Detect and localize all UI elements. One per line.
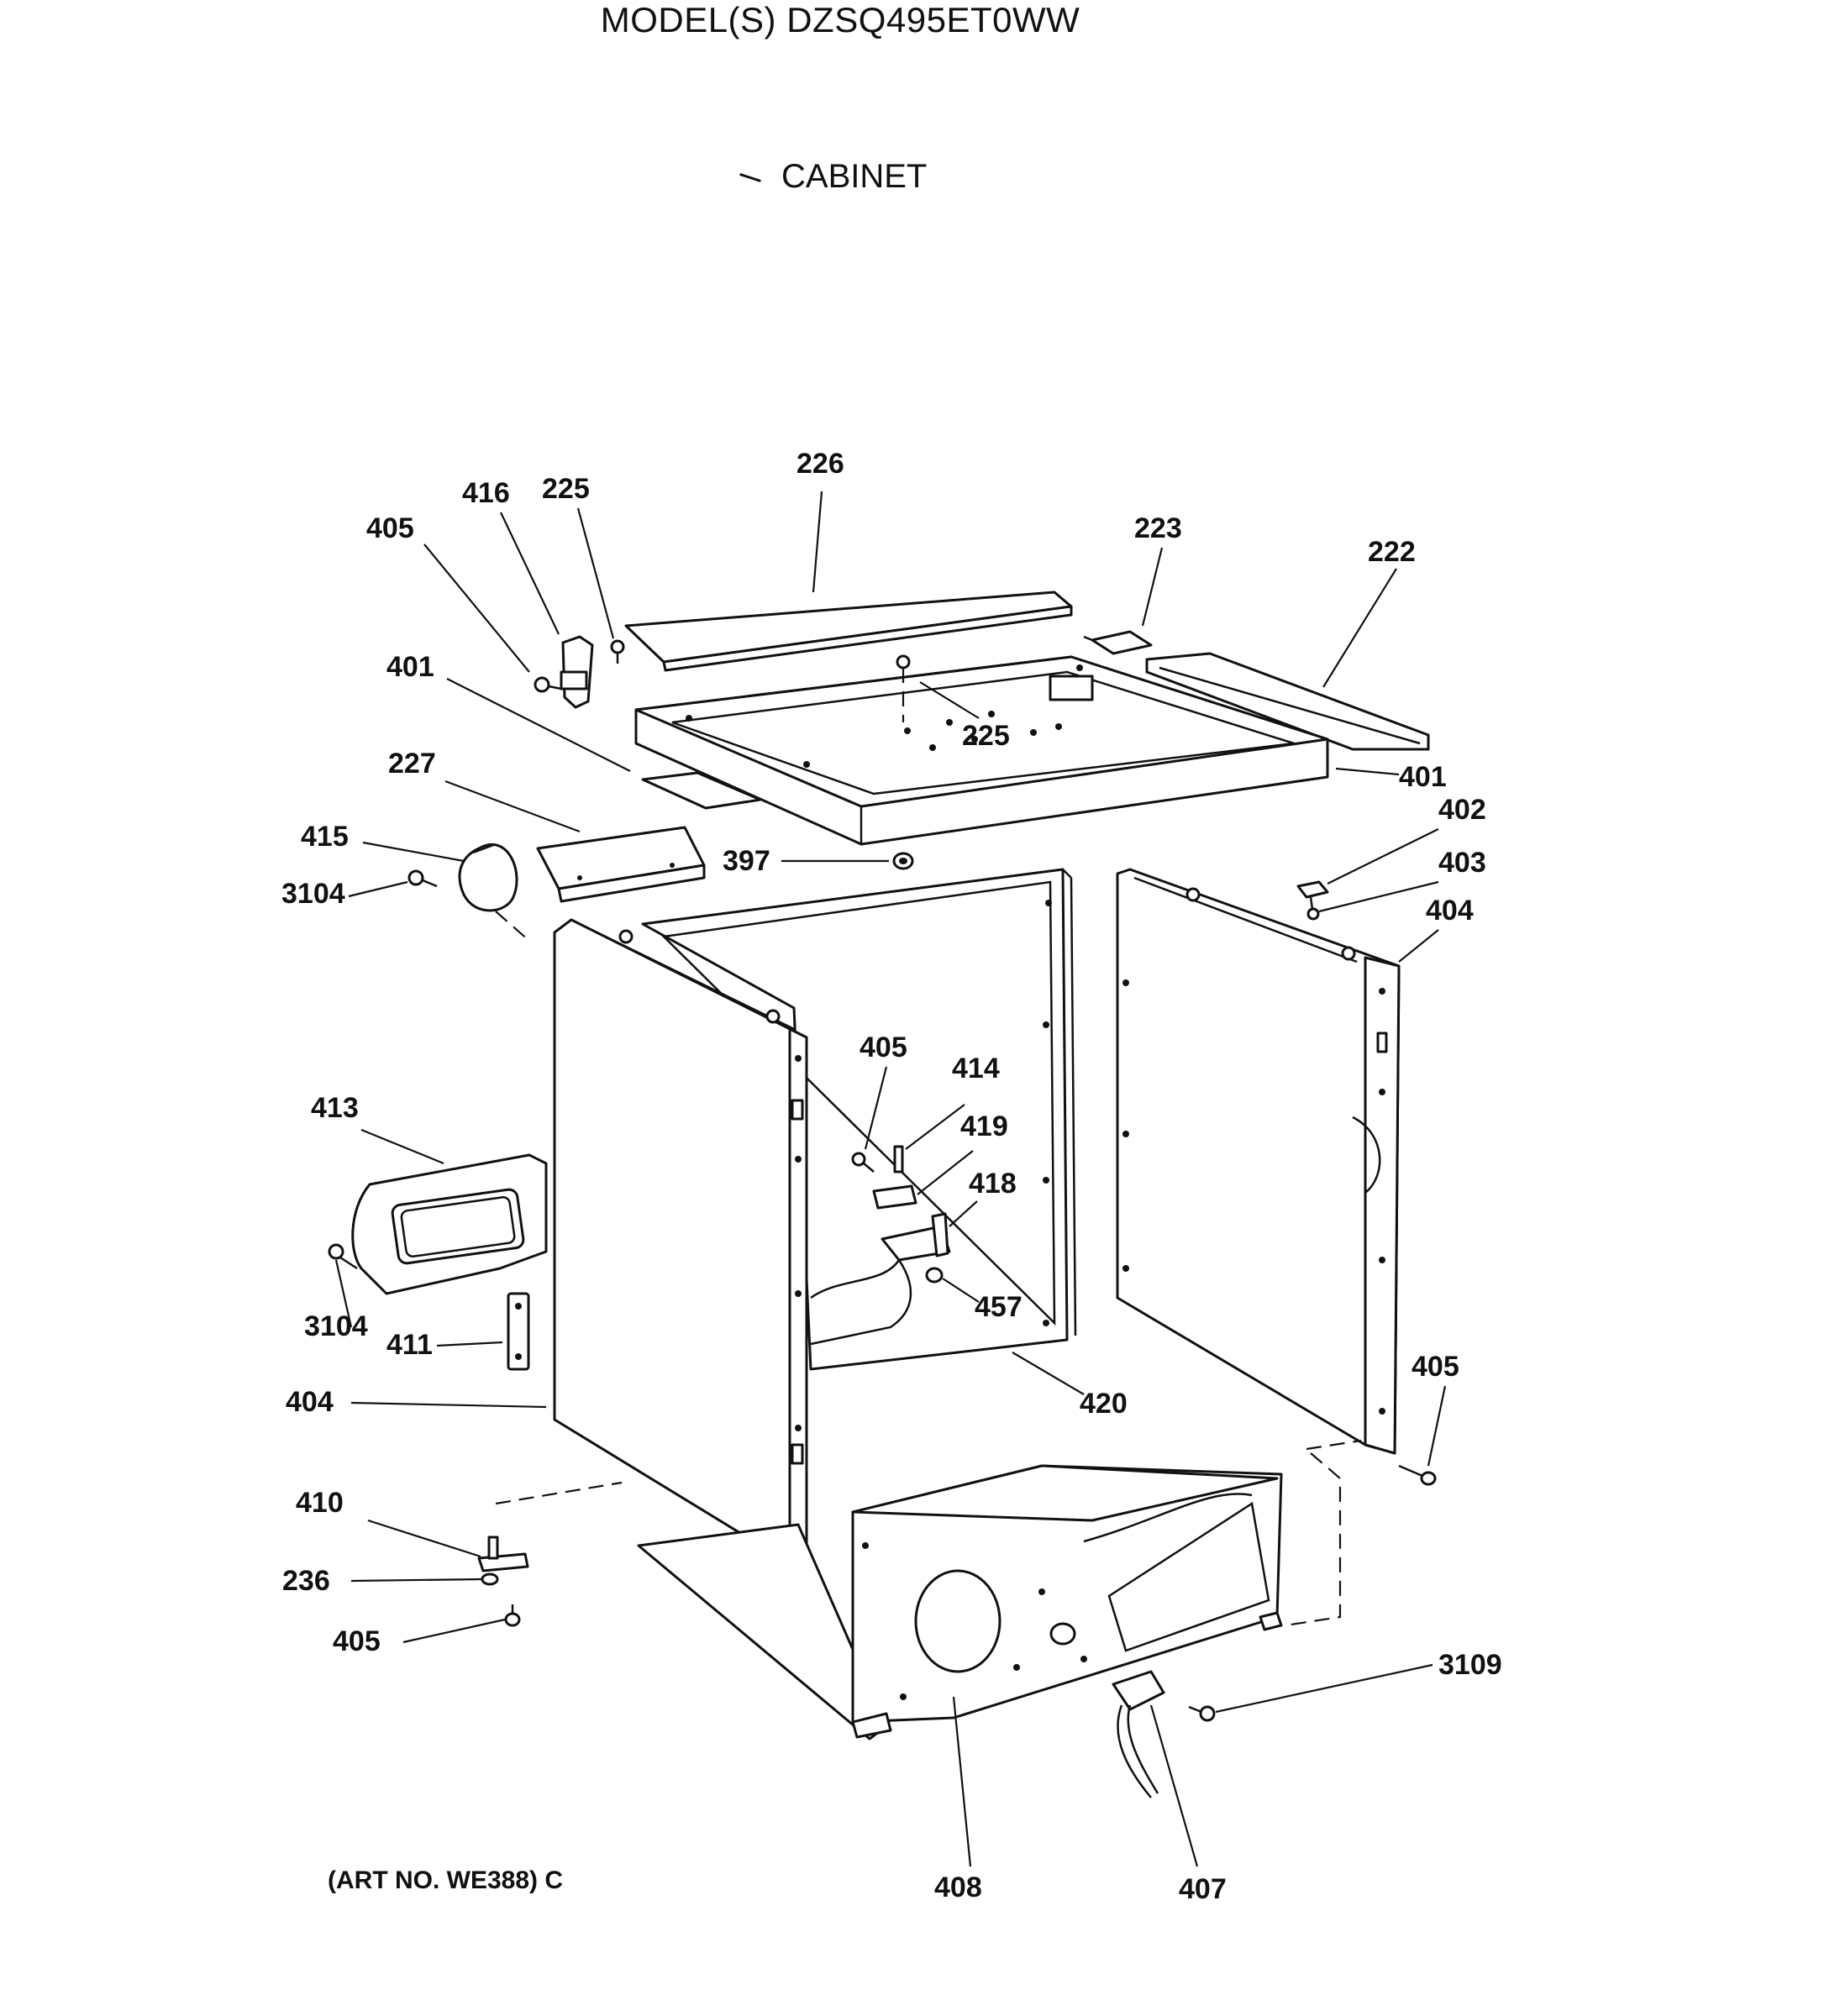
art-number: (ART NO. WE388) C	[328, 1866, 564, 1894]
callout-404-right: 404	[1426, 895, 1474, 927]
part-411-plate	[507, 1292, 530, 1371]
part-405-screw-base	[504, 1604, 521, 1627]
callout-401-left: 401	[386, 651, 434, 683]
part-418-bracket	[881, 1212, 951, 1262]
callout-405-top: 405	[366, 512, 414, 544]
part-226-top-trim	[624, 591, 1073, 672]
callout-labels: 226 416 225 405 223 222 401 225 401 227 …	[281, 448, 1502, 1905]
part-416-hinge	[560, 635, 594, 709]
callout-408: 408	[934, 1872, 982, 1903]
part-3104-screw-upper	[407, 869, 438, 888]
model-title: MODEL(S) DZSQ495ET0WW	[600, 0, 1080, 39]
callout-410: 410	[296, 1487, 344, 1519]
callout-225-cover: 225	[962, 720, 1010, 752]
part-402-clip	[1296, 880, 1329, 910]
callout-414: 414	[952, 1053, 1000, 1084]
callout-3104-lower: 3104	[304, 1310, 368, 1342]
callout-404-left: 404	[286, 1386, 334, 1418]
callout-407: 407	[1179, 1873, 1227, 1905]
callout-415: 415	[301, 821, 349, 853]
callout-3104-upper: 3104	[281, 878, 345, 910]
part-405-screw-mid	[851, 1152, 875, 1173]
part-225-screw-left	[610, 639, 625, 664]
section-title: CABINET	[781, 158, 928, 195]
callout-403: 403	[1438, 847, 1486, 879]
callout-419: 419	[960, 1110, 1008, 1142]
callout-457: 457	[975, 1291, 1023, 1323]
callout-416: 416	[462, 477, 510, 509]
part-415-cover	[458, 843, 518, 912]
part-227-bracket	[536, 826, 706, 903]
part-3109-screw	[1188, 1705, 1216, 1722]
callout-227: 227	[388, 748, 436, 780]
part-413-frame	[351, 1153, 548, 1295]
callout-413: 413	[311, 1092, 359, 1124]
part-404-left-side-panel	[553, 918, 808, 1568]
part-403-screw	[1306, 907, 1320, 921]
part-419-bracket	[872, 1184, 917, 1210]
callout-397: 397	[723, 845, 770, 877]
leader-lines	[334, 491, 1447, 1867]
callout-3109: 3109	[1438, 1649, 1502, 1681]
callout-401-right: 401	[1399, 761, 1447, 793]
part-225-screw-cover	[896, 654, 911, 722]
part-410-leveling-leg	[477, 1536, 529, 1572]
part-cabinet-top-cover	[634, 655, 1329, 846]
callout-226: 226	[796, 448, 844, 480]
callout-405-mid: 405	[860, 1032, 907, 1063]
part-414-pin	[893, 1145, 904, 1173]
callout-418: 418	[969, 1168, 1017, 1200]
part-457-nut	[925, 1267, 944, 1284]
callout-223: 223	[1134, 512, 1182, 544]
part-397-grommet	[892, 852, 914, 870]
part-420-rear-panel	[641, 868, 1077, 1371]
callout-222: 222	[1368, 536, 1416, 568]
callout-402: 402	[1438, 794, 1486, 826]
callout-405-right: 405	[1412, 1351, 1459, 1383]
part-407-power-cord	[1112, 1670, 1165, 1798]
part-408-base-frame	[637, 1464, 1283, 1740]
callout-236: 236	[282, 1565, 330, 1597]
part-222-rear-rail	[1145, 652, 1430, 751]
part-401-shield	[641, 771, 762, 810]
part-404-right-side-panel	[1116, 868, 1401, 1455]
part-236-foot	[481, 1572, 499, 1586]
callout-405-base: 405	[333, 1625, 381, 1657]
part-3104-screw-lower	[328, 1243, 358, 1270]
part-405-screw-top	[534, 676, 562, 693]
callout-411: 411	[386, 1329, 433, 1361]
part-223-bracket	[1083, 630, 1153, 655]
callout-420: 420	[1080, 1388, 1128, 1420]
part-405-screw-right	[1398, 1464, 1437, 1486]
callout-225-top: 225	[542, 473, 590, 505]
